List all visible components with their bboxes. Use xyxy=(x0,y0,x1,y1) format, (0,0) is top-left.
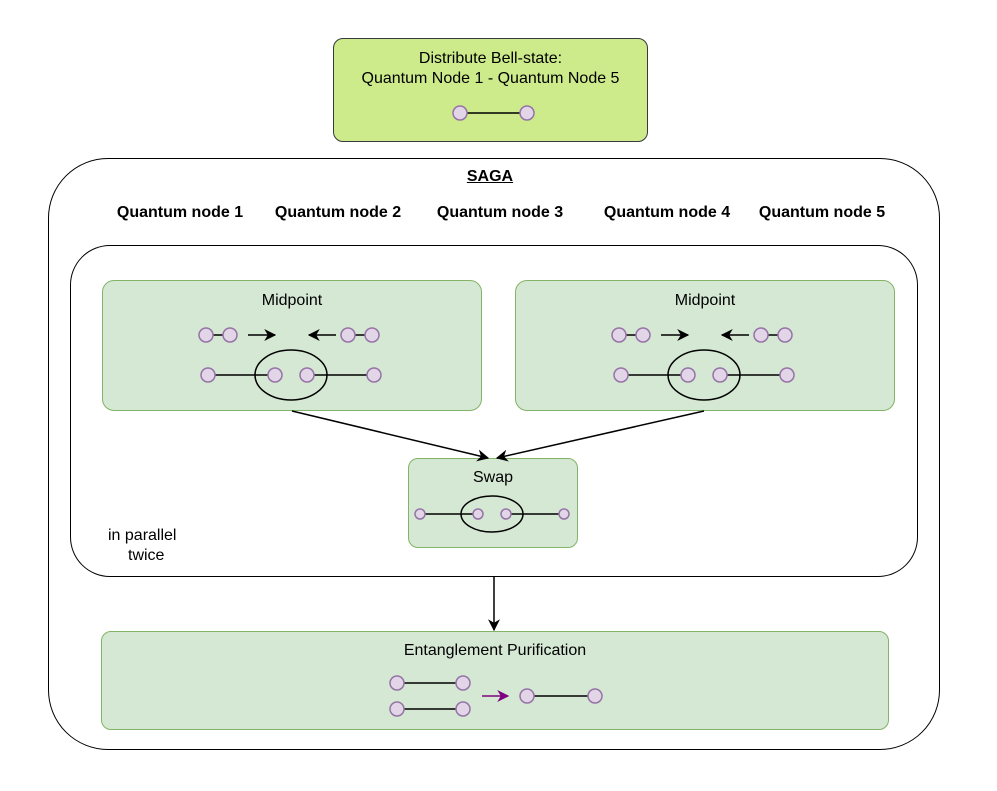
qubit-icon xyxy=(455,701,471,717)
qubit-icon xyxy=(587,688,603,704)
qubit-icon xyxy=(340,327,356,343)
qubit-icon xyxy=(366,367,382,383)
qubit-icon xyxy=(455,675,471,691)
parallel-note-line2: twice xyxy=(128,547,165,564)
swap-graphics xyxy=(414,495,570,533)
midpoint-right-box xyxy=(515,280,895,411)
qubit-icon xyxy=(500,508,512,520)
swap-label: Swap xyxy=(472,469,514,486)
swap-box xyxy=(408,458,578,548)
qubit-icon xyxy=(389,701,405,717)
qubit-icon xyxy=(611,327,627,343)
qubit-icon xyxy=(200,367,216,383)
midpoint-right-graphics xyxy=(611,327,795,401)
arrow-midpoint-left-to-swap xyxy=(291,410,490,462)
parallel-note-line1: in parallel xyxy=(108,527,177,544)
midpoint-left-label: Midpoint xyxy=(261,292,323,309)
qubit-icon xyxy=(222,327,238,343)
arrow-midpoint-right-to-swap xyxy=(495,410,705,462)
node-label-1: Quantum node 1 xyxy=(116,204,244,221)
qubit-icon xyxy=(777,327,793,343)
qubit-icon xyxy=(198,327,214,343)
midpoint-left-box xyxy=(102,280,482,411)
goal-bell-pair xyxy=(452,105,535,121)
qubit-icon xyxy=(364,327,380,343)
qubit-icon xyxy=(519,105,535,121)
qubit-icon xyxy=(299,367,315,383)
midpoint-left-graphics xyxy=(198,327,382,401)
qubit-icon xyxy=(680,367,696,383)
node-label-4: Quantum node 4 xyxy=(603,204,731,221)
qubit-icon xyxy=(635,327,651,343)
goal-title-line2: Quantum Node 1 - Quantum Node 5 xyxy=(361,70,620,87)
purification-graphics xyxy=(389,675,603,717)
qubit-icon xyxy=(472,508,484,520)
node-label-5: Quantum node 5 xyxy=(758,204,886,221)
purification-box xyxy=(101,631,889,730)
goal-title-line1: Distribute Bell-state: xyxy=(418,50,563,67)
qubit-icon xyxy=(452,105,468,121)
qubit-icon xyxy=(389,675,405,691)
midpoint-right-label: Midpoint xyxy=(674,292,736,309)
purification-label: Entanglement Purification xyxy=(403,642,587,659)
saga-title: SAGA xyxy=(466,168,514,185)
qubit-icon xyxy=(267,367,283,383)
qubit-icon xyxy=(414,508,426,520)
qubit-icon xyxy=(779,367,795,383)
node-label-3: Quantum node 3 xyxy=(436,204,564,221)
goal-box xyxy=(333,38,648,142)
qubit-icon xyxy=(558,508,570,520)
qubit-icon xyxy=(613,367,629,383)
node-label-2: Quantum node 2 xyxy=(274,204,402,221)
qubit-icon xyxy=(753,327,769,343)
qubit-icon xyxy=(519,688,535,704)
qubit-icon xyxy=(712,367,728,383)
